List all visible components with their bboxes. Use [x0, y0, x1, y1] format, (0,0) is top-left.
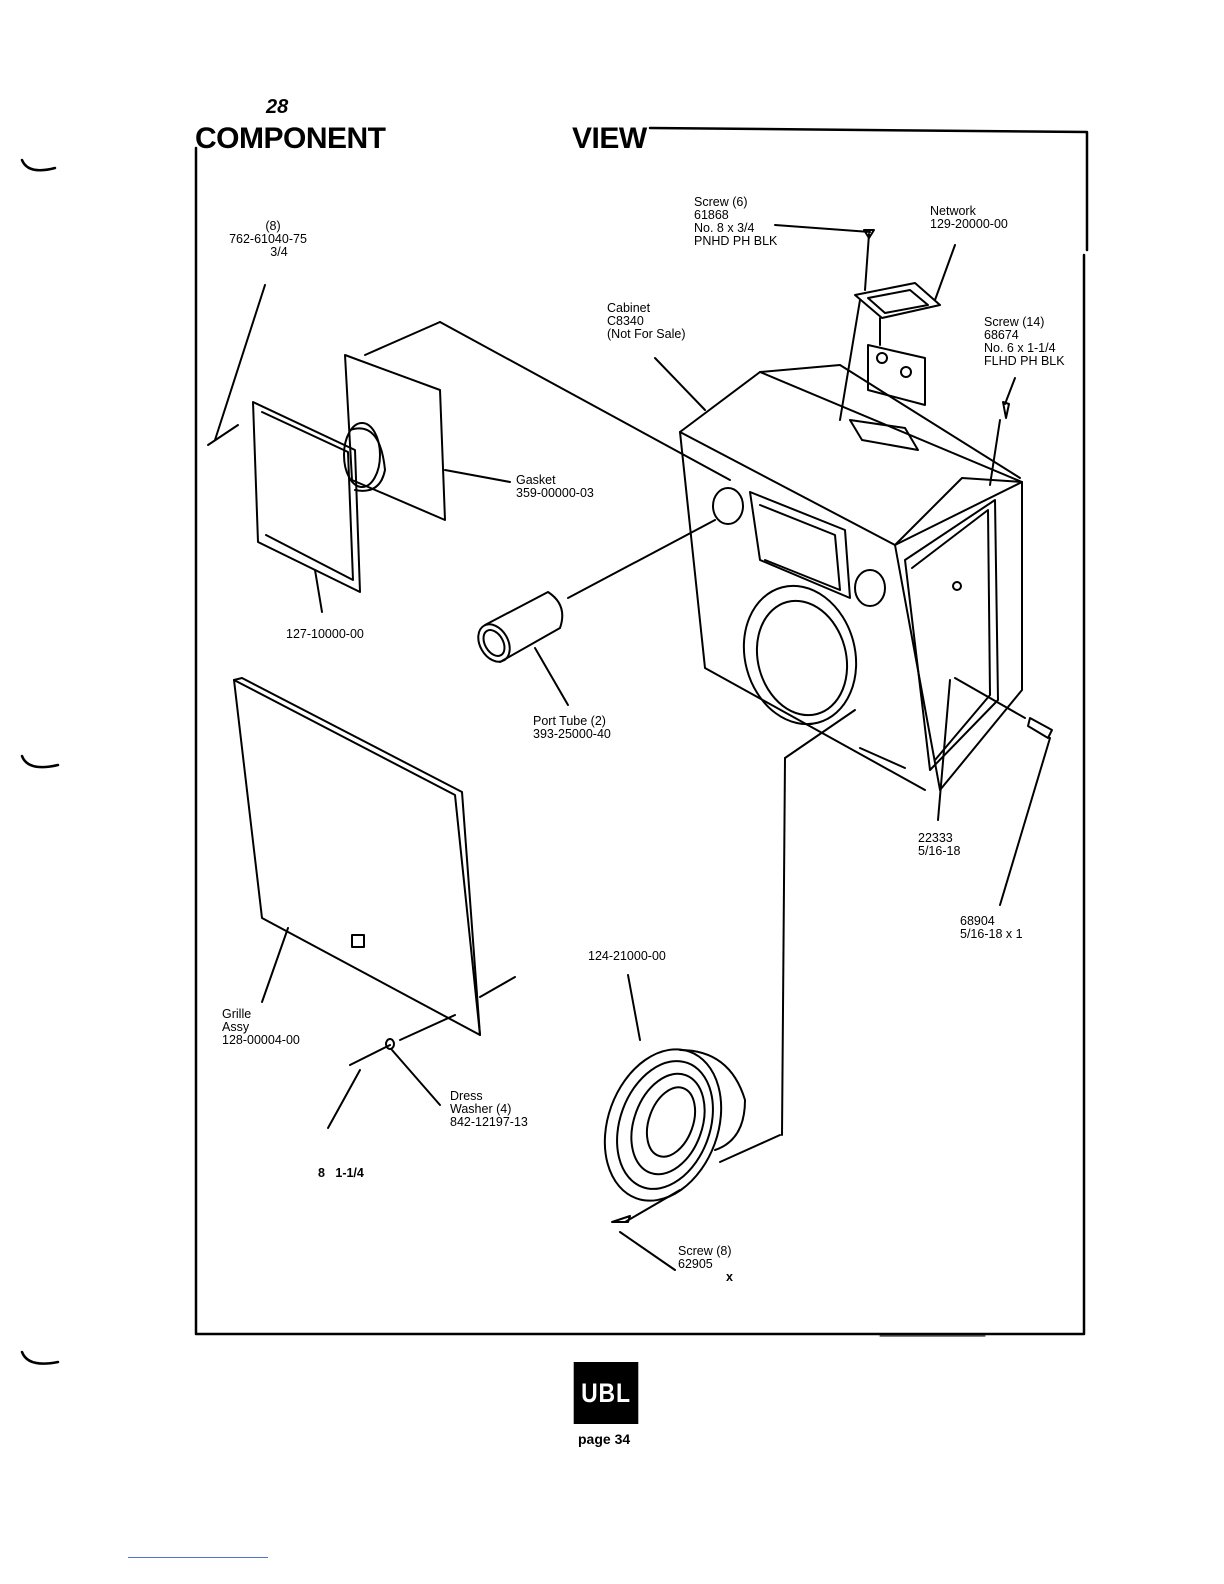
label-horn: 127-10000-00: [286, 627, 364, 641]
jbl-logo: UBL: [573, 1362, 639, 1424]
corner-mark-3: [20, 1350, 60, 1365]
corner-mark-1: [20, 158, 57, 172]
footer-page-label: page 34: [578, 1431, 631, 1447]
label-woofer-screw: Screw (8)62905: [678, 1244, 732, 1271]
cabinet-drawing: [679, 364, 1023, 791]
footer-link-underline: [128, 1557, 268, 1558]
page-number: 28: [266, 96, 289, 118]
title-component: COMPONENT: [195, 122, 386, 155]
label-woofer: 124-21000-00: [588, 949, 666, 963]
label-woofer-screw-x: x: [726, 1270, 733, 1284]
horn-drawing: [252, 321, 731, 613]
frame-border: [194, 126, 1089, 1336]
woofer-drawing: [603, 974, 781, 1202]
network-drawing: [854, 244, 956, 406]
label-port-tube: Port Tube (2)393-25000-40: [533, 714, 611, 741]
port-tube-drawing: [477, 519, 716, 706]
corner-mark-2: [20, 754, 60, 769]
label-grille-screw: 8 1-1/4: [318, 1166, 364, 1180]
title-view: VIEW: [572, 122, 647, 155]
grille-drawing: [233, 677, 516, 1041]
